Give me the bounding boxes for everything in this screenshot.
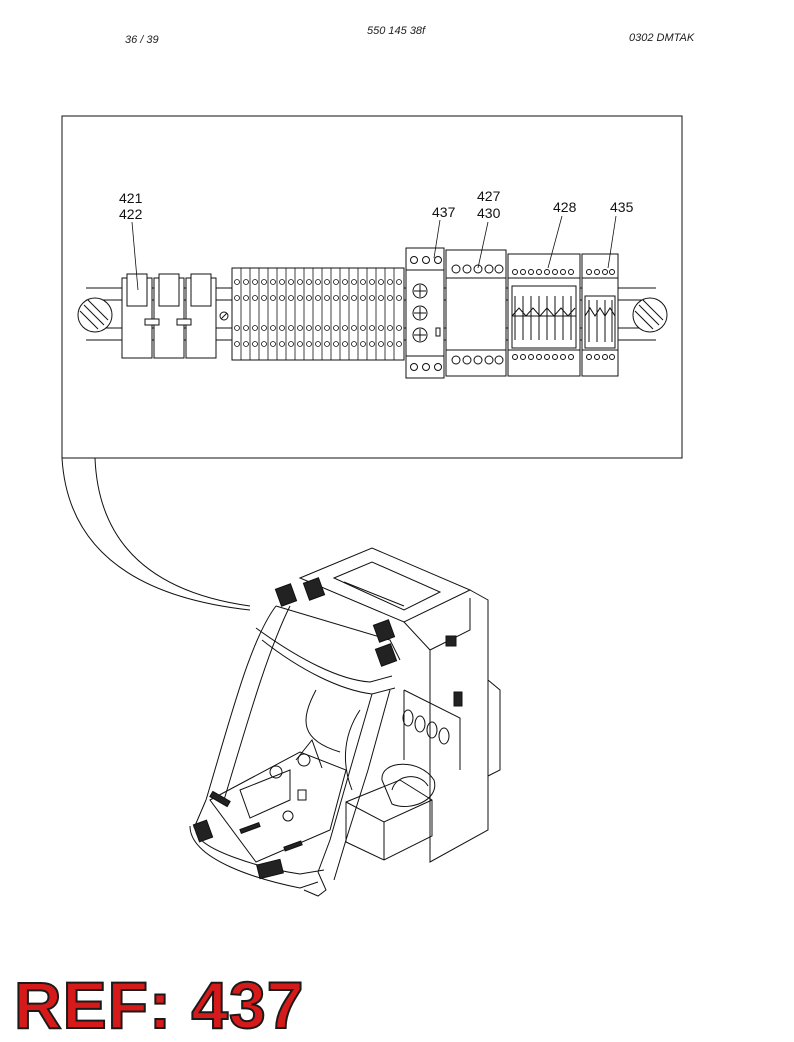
- fuse-holders-421-422: [121, 273, 217, 359]
- module-437: [405, 247, 445, 379]
- page-number: 36 / 39: [125, 34, 159, 46]
- detail-frame: [61, 115, 683, 459]
- document-code: 0302 DMTAK: [629, 32, 695, 44]
- terminal-dividers: [240, 268, 395, 360]
- callout-437: 437: [432, 204, 456, 220]
- module-427-430: [445, 249, 507, 377]
- callout-428: 428: [553, 199, 577, 215]
- rail-end-left: [77, 297, 113, 333]
- document-number: 550 145 38f: [367, 25, 426, 37]
- separator-screw: [219, 311, 229, 321]
- truck-cabin-illustration: [189, 547, 501, 897]
- relay-module-428: [507, 253, 581, 377]
- terminal-screws: [234, 279, 402, 347]
- leader-arc-outer: [61, 457, 251, 611]
- callout-430: 430: [477, 205, 501, 221]
- rail-end-right: [632, 297, 668, 333]
- terminal-strip: [231, 267, 405, 361]
- callout-427: 427: [477, 188, 501, 204]
- callout-422: 422: [119, 206, 143, 222]
- leader-lines: [131, 215, 617, 291]
- truck-lamps: [192, 577, 463, 880]
- callout-435: 435: [610, 199, 634, 215]
- callout-421: 421: [119, 190, 143, 206]
- leader-arc-inner: [94, 457, 251, 607]
- relay-module-435: [581, 253, 619, 377]
- ref-label: REF: 437: [13, 968, 305, 1042]
